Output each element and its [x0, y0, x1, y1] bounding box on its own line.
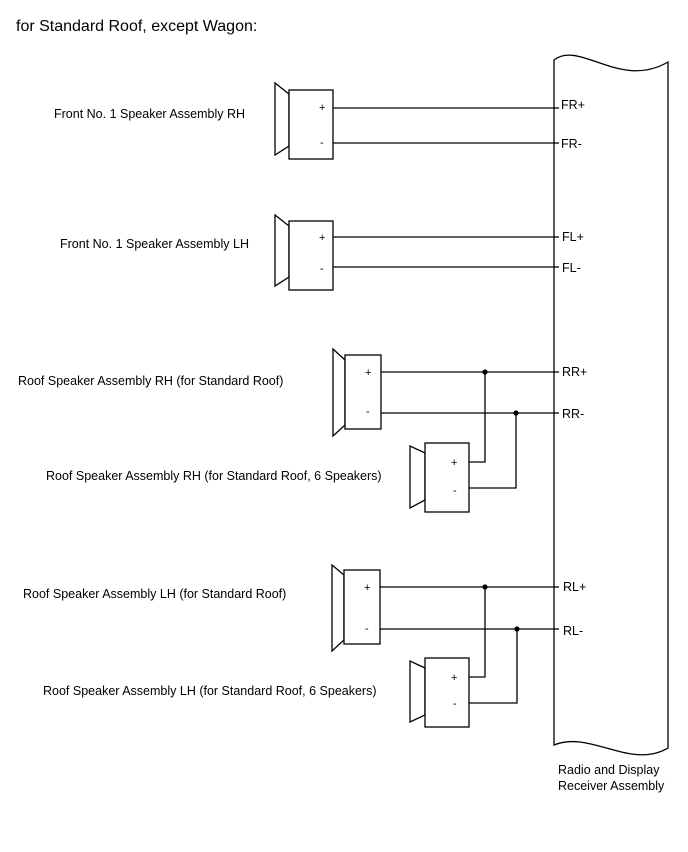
minus-sign: -	[366, 406, 370, 418]
junction-dot	[482, 369, 488, 375]
wire-rl6-minus	[469, 629, 518, 704]
speaker-box	[344, 354, 382, 430]
plus-sign: +	[319, 232, 325, 244]
plus-sign: +	[451, 457, 457, 469]
junction-dot	[482, 584, 488, 590]
pin-rr-plus: RR+	[562, 365, 587, 379]
plus-sign: +	[365, 367, 371, 379]
wire-rr6-plus	[469, 372, 486, 463]
plus-sign: +	[364, 582, 370, 594]
speaker-box	[288, 220, 334, 291]
minus-sign: -	[365, 623, 369, 635]
roof-speaker-lh-6: + - Roof Speaker Assembly LH (for Standa…	[43, 657, 470, 728]
minus-sign: -	[453, 698, 457, 710]
wire-rl6-plus	[469, 587, 486, 678]
speaker-box	[288, 89, 334, 160]
speaker-cone-icon	[274, 81, 290, 157]
speaker-cone-icon	[409, 659, 426, 724]
speaker-box	[424, 442, 470, 513]
pin-fr-plus: FR+	[561, 98, 585, 112]
speaker-label: Roof Speaker Assembly RH (for Standard R…	[46, 469, 382, 483]
speaker-label: Front No. 1 Speaker Assembly LH	[60, 237, 249, 251]
speaker-cone-icon	[409, 444, 426, 510]
pin-fl-minus: FL-	[562, 261, 581, 275]
speaker-cone-icon	[332, 347, 346, 438]
pin-fr-minus: FR-	[561, 137, 582, 151]
pin-rl-plus: RL+	[563, 580, 586, 594]
speaker-label: Roof Speaker Assembly LH (for Standard R…	[23, 587, 286, 601]
junction-dot	[513, 410, 519, 416]
pin-rr-minus: RR-	[562, 407, 584, 421]
speaker-label: Roof Speaker Assembly RH (for Standard R…	[18, 374, 283, 388]
receiver-label-line2: Receiver Assembly	[558, 779, 665, 793]
receiver-label-line1: Radio and Display	[558, 763, 660, 777]
speaker-label: Front No. 1 Speaker Assembly RH	[54, 107, 245, 121]
front-speaker-rh: + - Front No. 1 Speaker Assembly RH	[54, 81, 334, 160]
speaker-label: Roof Speaker Assembly LH (for Standard R…	[43, 684, 377, 698]
plus-sign: +	[319, 102, 325, 114]
receiver-assembly: Radio and Display Receiver Assembly	[553, 54, 669, 793]
roof-speaker-lh: + - Roof Speaker Assembly LH (for Standa…	[23, 563, 381, 653]
pin-rl-minus: RL-	[563, 624, 583, 638]
plus-sign: +	[451, 672, 457, 684]
roof-speaker-rh-6: + - Roof Speaker Assembly RH (for Standa…	[46, 442, 470, 513]
speaker-box	[424, 657, 470, 728]
roof-speaker-rh: + - Roof Speaker Assembly RH (for Standa…	[18, 347, 382, 438]
minus-sign: -	[453, 485, 457, 497]
speaker-cone-icon	[331, 563, 345, 653]
diagram-title: for Standard Roof, except Wagon:	[16, 18, 257, 35]
junction-dot	[514, 626, 520, 632]
pin-fl-plus: FL+	[562, 230, 584, 244]
wire-rr6-minus	[469, 413, 517, 489]
speaker-cone-icon	[274, 213, 290, 288]
minus-sign: -	[320, 263, 324, 275]
front-speaker-lh: + - Front No. 1 Speaker Assembly LH	[60, 213, 334, 291]
speaker-box	[343, 569, 381, 645]
minus-sign: -	[320, 137, 324, 149]
